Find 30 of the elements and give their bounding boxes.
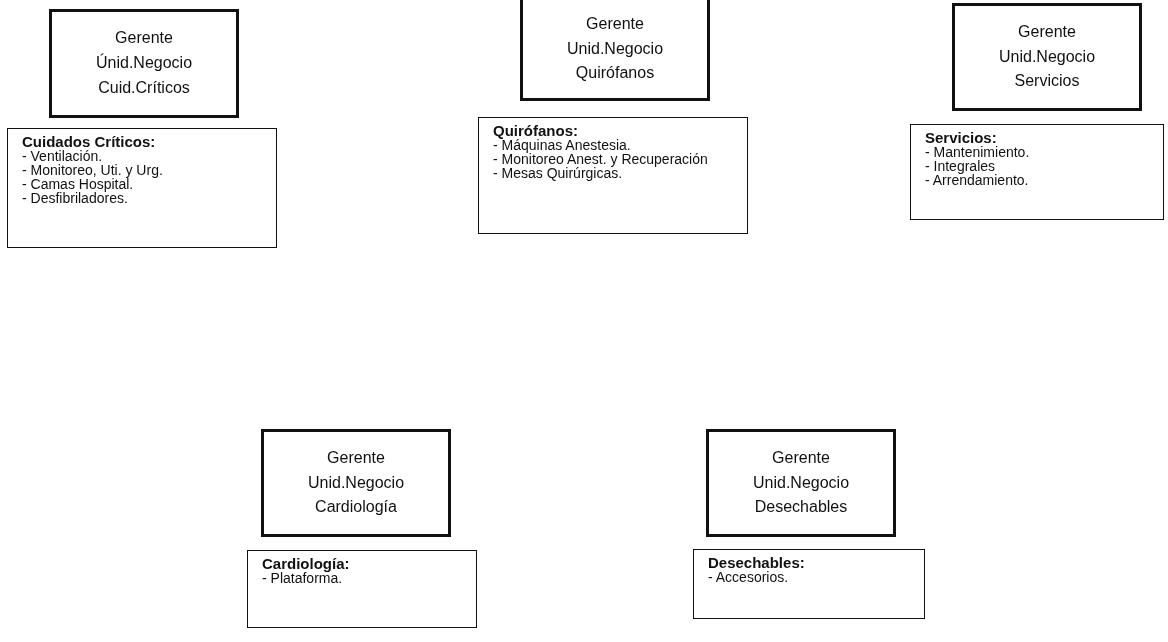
list-heading: Cuidados Críticos: <box>22 134 157 149</box>
list-item: - Accesorios. <box>708 570 790 584</box>
list-item: - Camas Hospital. <box>22 177 135 191</box>
list-item: - Ventilación. <box>22 149 104 163</box>
list-item: - Arrendamiento. <box>925 173 1030 187</box>
manager-title: Gerente Únid.Negocio Cuid.Críticos <box>95 29 193 96</box>
list-item: - Monitoreo Anest. y Recuperación <box>493 152 709 166</box>
list-item: - Monitoreo, Uti. y Urg. <box>22 163 164 177</box>
manager-title: Gerente Unid.Negocio Servicios <box>998 22 1096 90</box>
product-list-box <box>7 128 277 248</box>
manager-box <box>49 9 239 118</box>
product-list-box <box>247 550 477 628</box>
list-item: - Desfibriladores. <box>22 191 128 205</box>
list-item: - Mantenimiento. <box>925 145 1031 159</box>
product-list-box <box>910 124 1164 220</box>
manager-title: Gerente Unid.Negocio Quirófanos <box>566 14 664 82</box>
manager-box <box>706 429 896 537</box>
manager-box <box>520 0 710 101</box>
list-item: - Máquinas Anestesia. <box>493 138 631 152</box>
manager-title: Gerente Unid.Negocio Cardiología <box>307 448 405 516</box>
list-heading: Desechables: <box>708 555 806 570</box>
list-item: - Integrales <box>925 159 996 173</box>
list-heading: Quirófanos: <box>493 123 578 138</box>
manager-box <box>952 3 1142 111</box>
manager-title: Gerente Unid.Negocio Desechables <box>752 448 850 516</box>
product-list-box <box>693 549 925 619</box>
list-item: - Mesas Quirúrgicas. <box>493 166 623 180</box>
list-heading: Servicios: <box>925 130 998 145</box>
product-list-box <box>478 117 748 234</box>
manager-box <box>261 429 451 537</box>
